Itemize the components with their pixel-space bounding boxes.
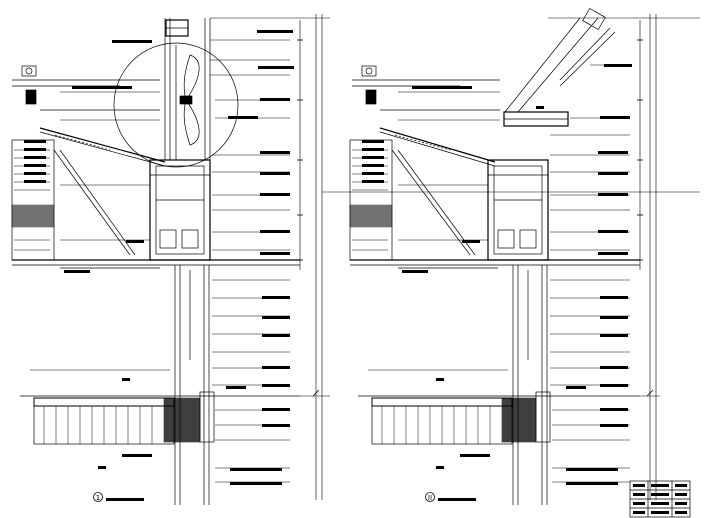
title-block: [629, 480, 691, 518]
insulation-hatch: [163, 397, 201, 443]
detail-2-labels: [362, 64, 632, 501]
detail-2: [349, 7, 640, 505]
detail-callout-circle-icon: [113, 42, 239, 168]
detail-marker-2: II: [425, 492, 435, 502]
detail-1: [11, 18, 300, 505]
svg-text:II: II: [428, 494, 432, 502]
fan-icon: [175, 45, 200, 160]
detail-1-labels: [24, 30, 294, 501]
svg-text:1: 1: [96, 494, 100, 502]
dimension-lines: [210, 14, 700, 500]
detail-marker-1: 1: [93, 492, 103, 502]
